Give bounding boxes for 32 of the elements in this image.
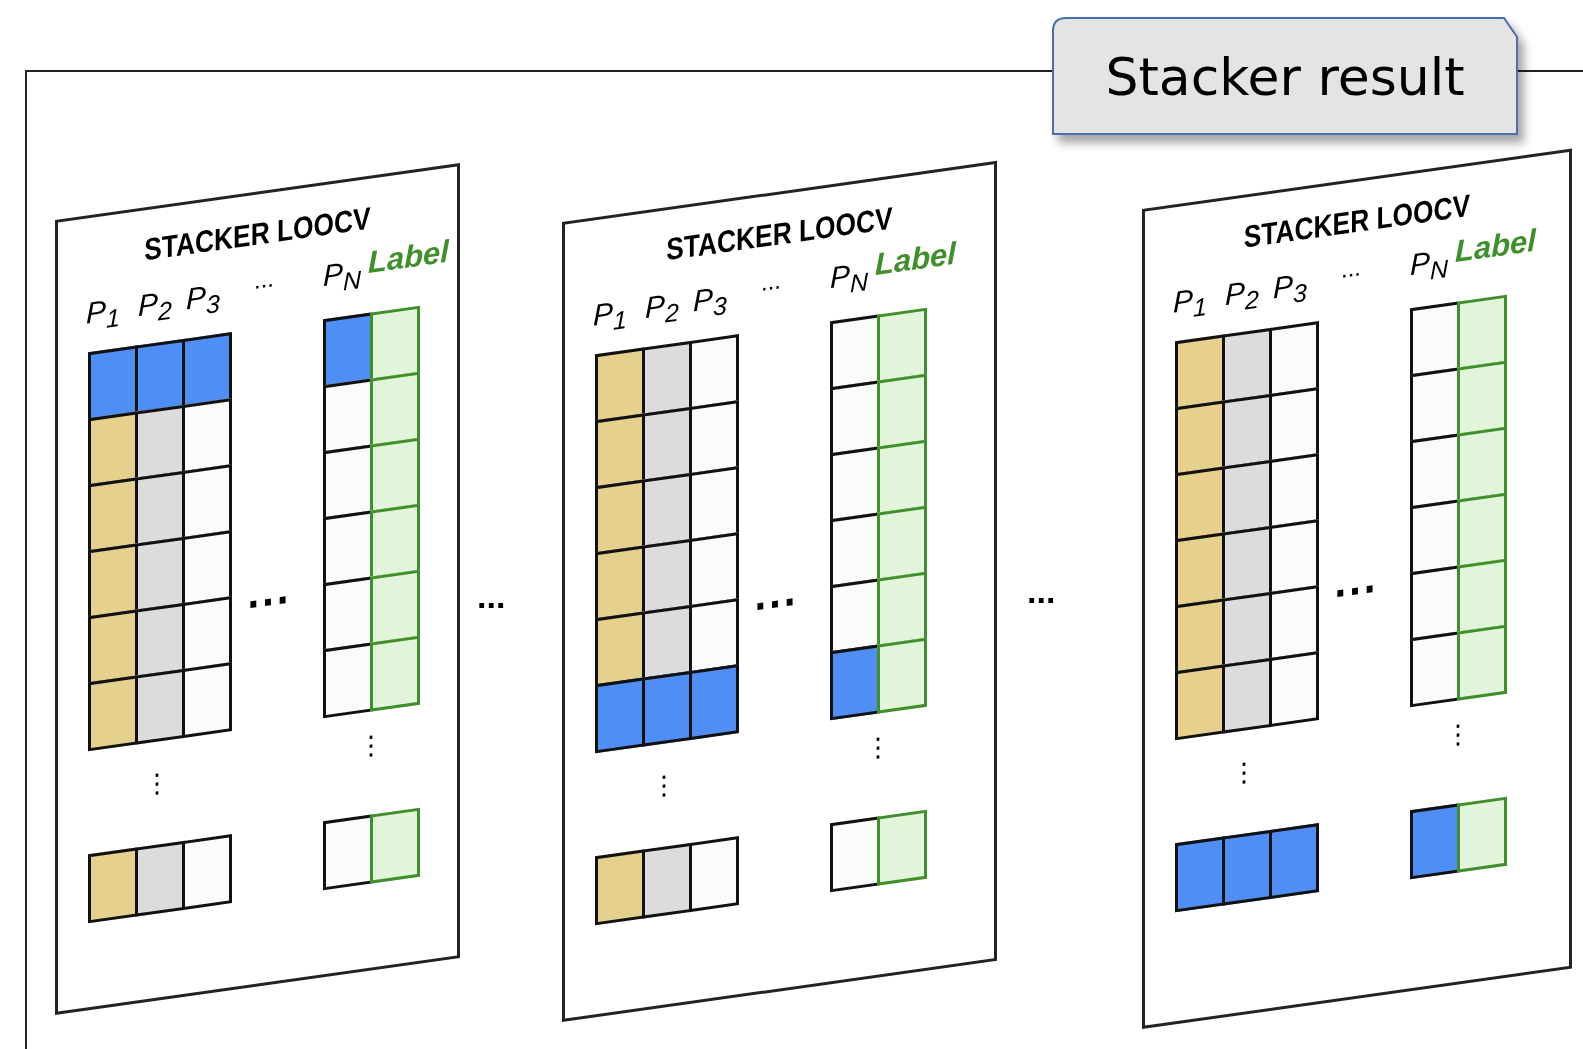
- column-header: P$_{1}$: [1173, 281, 1207, 324]
- column-header: P$_{N}$: [830, 257, 869, 300]
- column-header: P$_{2}$: [138, 285, 172, 328]
- ellipsis: ⋮: [144, 766, 170, 802]
- ellipsis: ⋮: [865, 730, 891, 766]
- ellipsis: ⋮: [1231, 755, 1257, 791]
- column-header: P$_{3}$: [693, 280, 727, 323]
- column-header: P$_{N}$: [1410, 244, 1449, 287]
- column-header: P$_{N}$: [323, 255, 362, 298]
- column-header: Label: [368, 233, 449, 281]
- ellipsis: ...: [1027, 572, 1056, 611]
- column-header: P$_{2}$: [1225, 274, 1259, 317]
- column-header: Label: [1455, 222, 1536, 270]
- ellipsis: ⋯: [246, 571, 290, 630]
- column-header: P$_{1}$: [593, 294, 627, 337]
- column-header: P$_{3}$: [186, 278, 220, 321]
- ellipsis: ...: [254, 264, 274, 296]
- ellipsis: ⋮: [651, 768, 677, 804]
- column-header: P$_{1}$: [86, 292, 120, 335]
- column-header: P$_{3}$: [1273, 267, 1307, 310]
- tab-title: Stacker result: [1104, 47, 1466, 107]
- column-header: P$_{2}$: [645, 287, 679, 330]
- ellipsis: ...: [1341, 253, 1361, 285]
- ellipsis: ⋮: [358, 728, 384, 764]
- column-header: Label: [875, 235, 956, 283]
- ellipsis: ...: [761, 266, 781, 298]
- result-tab: [1052, 17, 1518, 135]
- ellipsis: ⋯: [1333, 560, 1377, 619]
- matrix-card: [1142, 148, 1572, 1029]
- ellipsis: ⋮: [1445, 717, 1471, 753]
- ellipsis: ⋯: [753, 573, 797, 632]
- ellipsis: ...: [477, 577, 506, 616]
